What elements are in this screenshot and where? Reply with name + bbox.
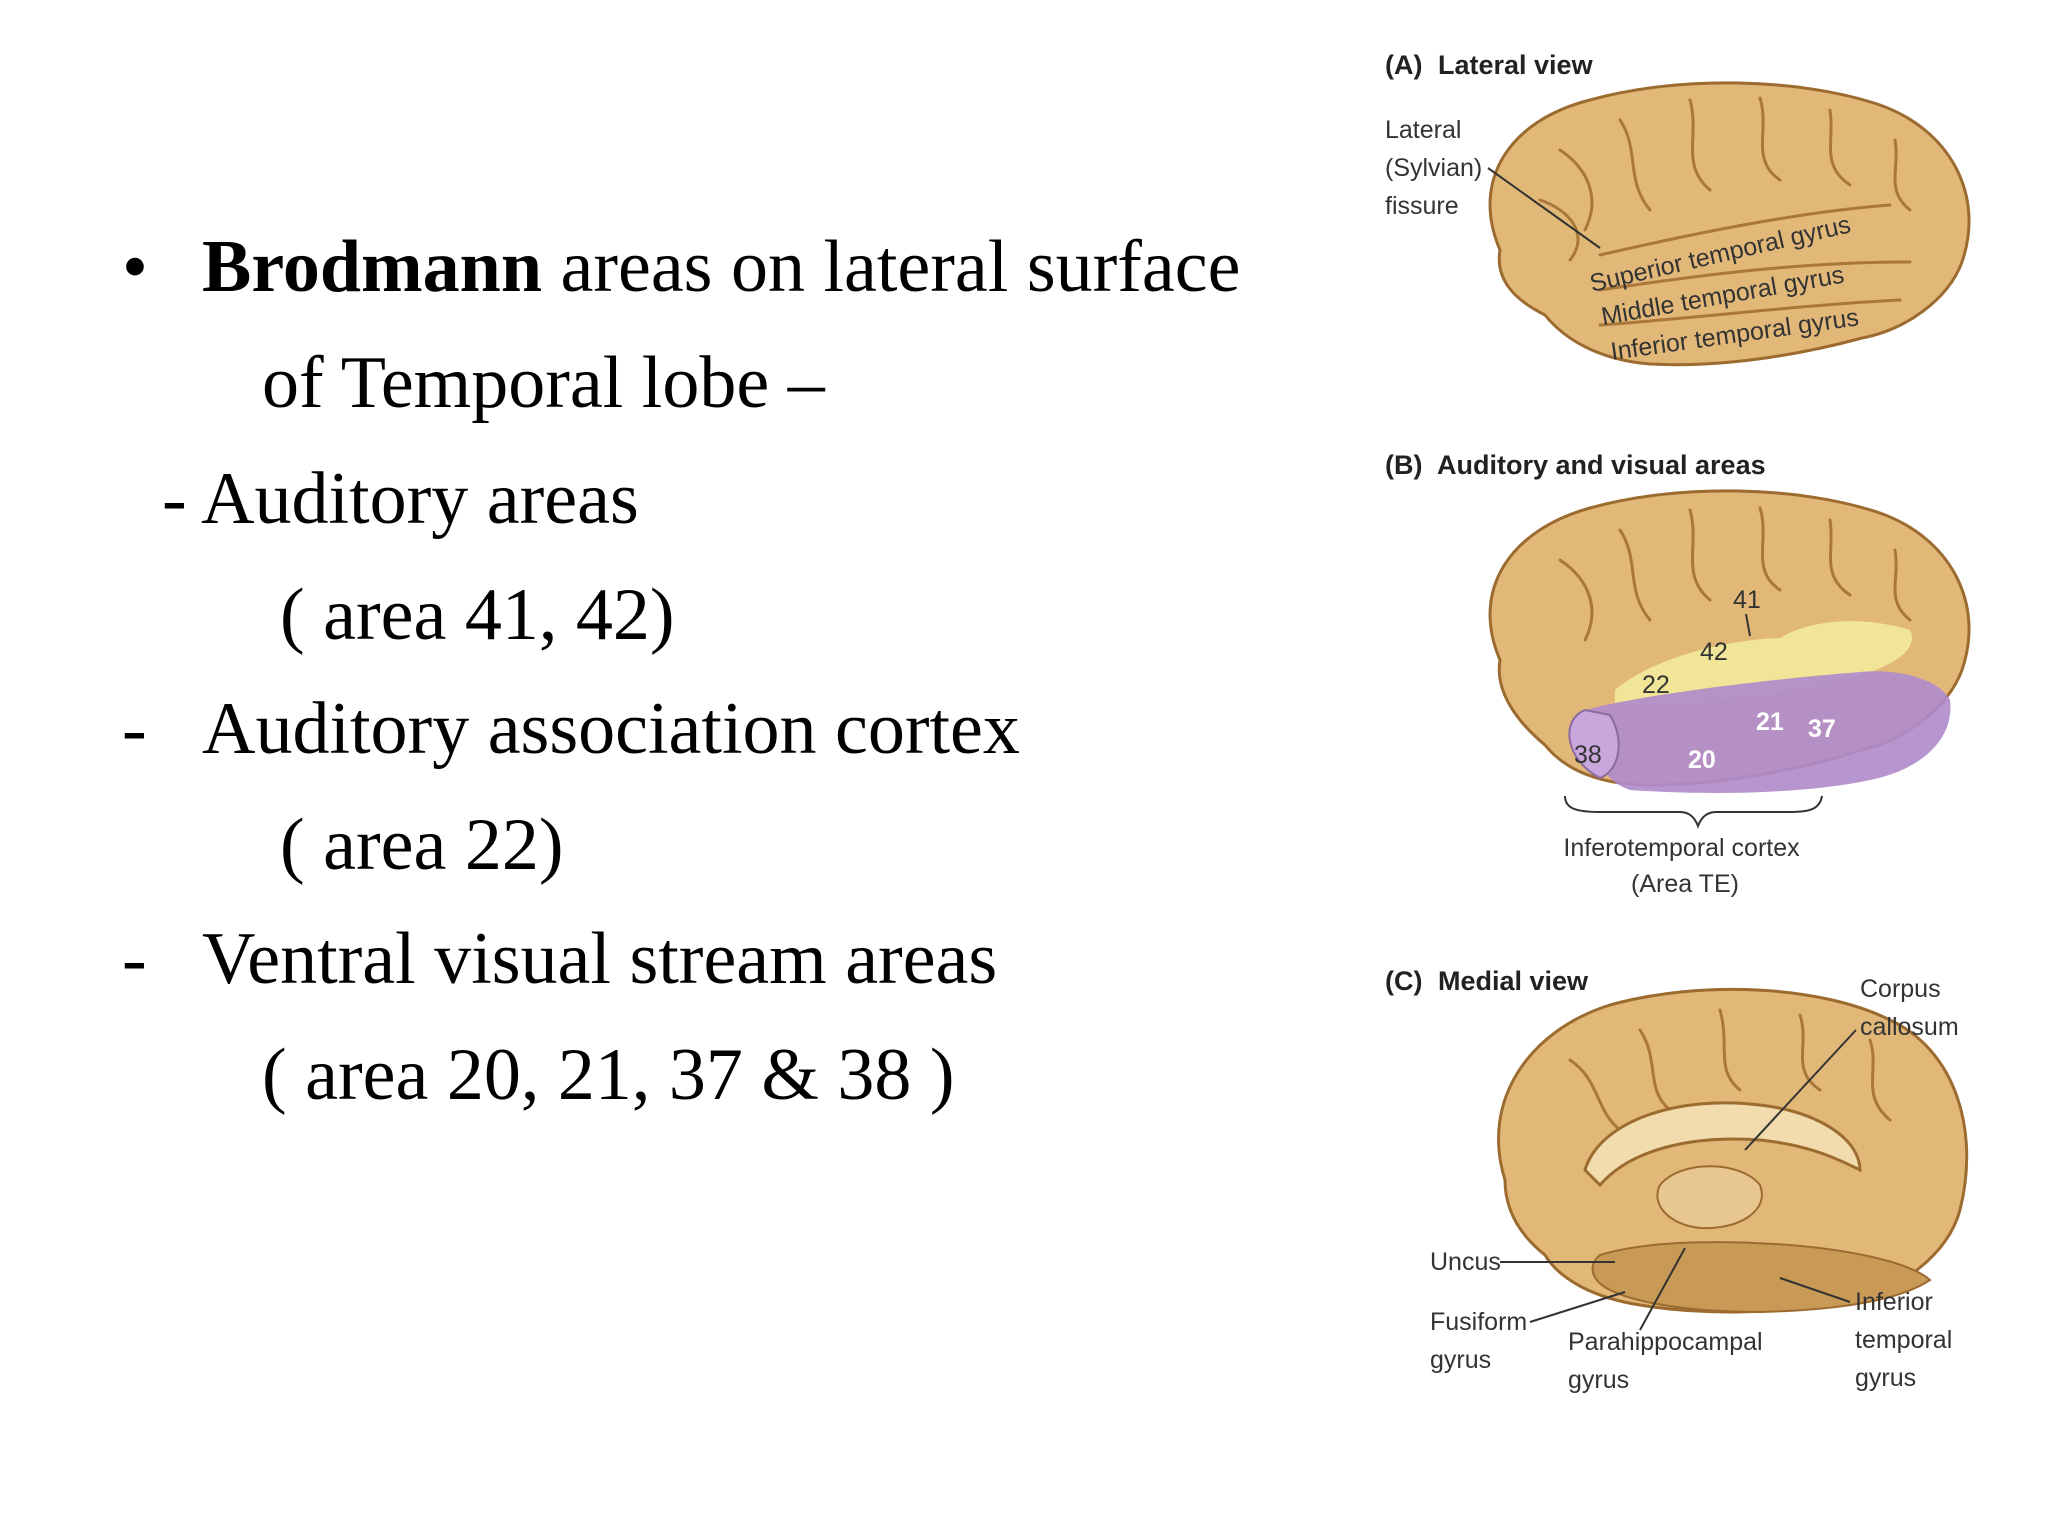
area-42-label: 42 [1700, 638, 1728, 666]
corpus-label-line-1: Corpus [1860, 975, 1941, 1003]
lateral-sulci [1538, 96, 1912, 327]
corpus-callosum-label: Corpus callosum [1860, 975, 1959, 1041]
medial-sulci [1568, 1008, 1892, 1132]
uncus-label: Uncus [1430, 1248, 1501, 1276]
svg-text:Inferotemporal cortex: Inferotemporal cortex (Area TE) [1563, 834, 1806, 898]
line-text: Ventral visual stream areas [202, 918, 998, 1000]
brain-lateral-shape [1488, 81, 1971, 367]
area-22-label: 22 [1642, 671, 1670, 699]
fusiform-line-1: Fusiform [1430, 1308, 1527, 1336]
area-38-label: 38 [1574, 741, 1602, 769]
parahippocampal-gyrus-label: Parahippocampal gyrus [1568, 1328, 1770, 1394]
area-38-pole [1568, 708, 1620, 780]
line-temporal-lobe: of Temporal lobe – [262, 346, 825, 420]
parahippo-line-2: gyrus [1568, 1366, 1629, 1394]
line-area-22: ( area 22) [280, 808, 563, 882]
inferotemporal-caption-2: (Area TE) [1631, 870, 1739, 898]
panel-c-medial-view: (C) Medial view Corpus callosum Uncus [1385, 966, 1969, 1394]
line-area-41-42: ( area 41, 42) [280, 578, 674, 652]
bullet-glyph: • [122, 226, 148, 308]
panel-b-title: Auditory and visual areas [1437, 450, 1766, 480]
panel-b-letter: (B) [1385, 450, 1422, 480]
brain-figure: (A) Lateral view Lateral (Sylvian) fissu… [1370, 0, 2048, 1536]
area-41-label: 41 [1733, 586, 1761, 614]
area-21-label: 21 [1756, 708, 1784, 736]
inferotemporal-bracket [1564, 795, 1823, 829]
bullet-line-brodmann: • Brodmann areas on lateral surface [122, 230, 1240, 304]
auditory-area-yellow [1615, 621, 1912, 705]
svg-text:(B) Auditory and visua: (B) Auditory and visual areas [1385, 450, 1766, 480]
panel-a-letter: (A) [1385, 50, 1422, 80]
line-text: ( area 41, 42) [280, 574, 675, 656]
slide-text-block: • Brodmann areas on lateral surface of T… [122, 230, 1240, 1112]
areas-sulci [1558, 506, 1912, 642]
lateral-fissure-label-1: Lateral [1385, 116, 1461, 144]
line-area-20-21-37-38: ( area 20, 21, 37 & 38 ) [262, 1038, 955, 1112]
medial-temporal-region [1591, 1241, 1932, 1314]
dash-glyph: - [122, 918, 147, 1000]
inferior-line-2: temporal [1855, 1326, 1952, 1354]
svg-text:(C) Medial view: (C) Medial view [1385, 966, 1589, 996]
line-text: ( area 20, 21, 37 & 38 ) [262, 1034, 955, 1116]
inferotemporal-caption-1: Inferotemporal cortex [1563, 834, 1800, 862]
visual-area-purple [1585, 671, 1951, 793]
area-20-label: 20 [1688, 746, 1716, 774]
area-41-leader [1745, 613, 1751, 637]
panel-c-title: Medial view [1438, 966, 1589, 996]
panel-b-auditory-visual: (B) Auditory and visual areas 41 42 22 3… [1385, 450, 1971, 898]
panel-a-title: Lateral view [1438, 50, 1594, 80]
line-text: - Auditory areas [162, 458, 639, 540]
inferior-line-1: Inferior [1855, 1288, 1933, 1316]
line-ventral-visual: - Ventral visual stream areas [122, 922, 997, 996]
thalamus-shape [1656, 1165, 1763, 1230]
lateral-fissure-label-2: (Sylvian) [1385, 154, 1482, 182]
corpus-label-line-2: callosum [1860, 1013, 1959, 1041]
panel-a-lateral-view: (A) Lateral view Lateral (Sylvian) fissu… [1385, 50, 1971, 367]
area-37-label: 37 [1808, 715, 1836, 743]
svg-text:(A) Lateral view: (A) Lateral view [1385, 50, 1594, 80]
dash-glyph: - [122, 688, 147, 770]
inferior-temporal-gyrus-medial-label: Inferior temporal gyrus [1855, 1288, 1959, 1392]
inferior-line-3: gyrus [1855, 1364, 1916, 1392]
svg-text:Lateral (Sylvian): Lateral (Sylvian) fissure [1385, 116, 1489, 220]
parahippo-line-1: Parahippocampal [1568, 1328, 1763, 1356]
corpus-callosum-shape [1583, 1101, 1862, 1188]
line-text: Auditory association cortex [202, 688, 1020, 770]
fusiform-gyrus-label: Fusiform gyrus [1430, 1308, 1534, 1374]
fissure-leader-line [1487, 167, 1601, 249]
line-text: ( area 22) [280, 804, 564, 886]
line-auditory-association: - Auditory association cortex [122, 692, 1020, 766]
fusiform-line-2: gyrus [1430, 1346, 1491, 1374]
line-auditory-areas: - Auditory areas [162, 462, 639, 536]
brain-medial-shape [1497, 987, 1969, 1314]
medial-leader-lines [1500, 1029, 1857, 1331]
line-text: areas on lateral surface [541, 226, 1241, 308]
lateral-fissure-label-3: fissure [1385, 192, 1459, 220]
panel-c-letter: (C) [1385, 966, 1422, 996]
line-text: of Temporal lobe – [262, 342, 825, 424]
brodmann-bold: Brodmann [202, 226, 542, 308]
